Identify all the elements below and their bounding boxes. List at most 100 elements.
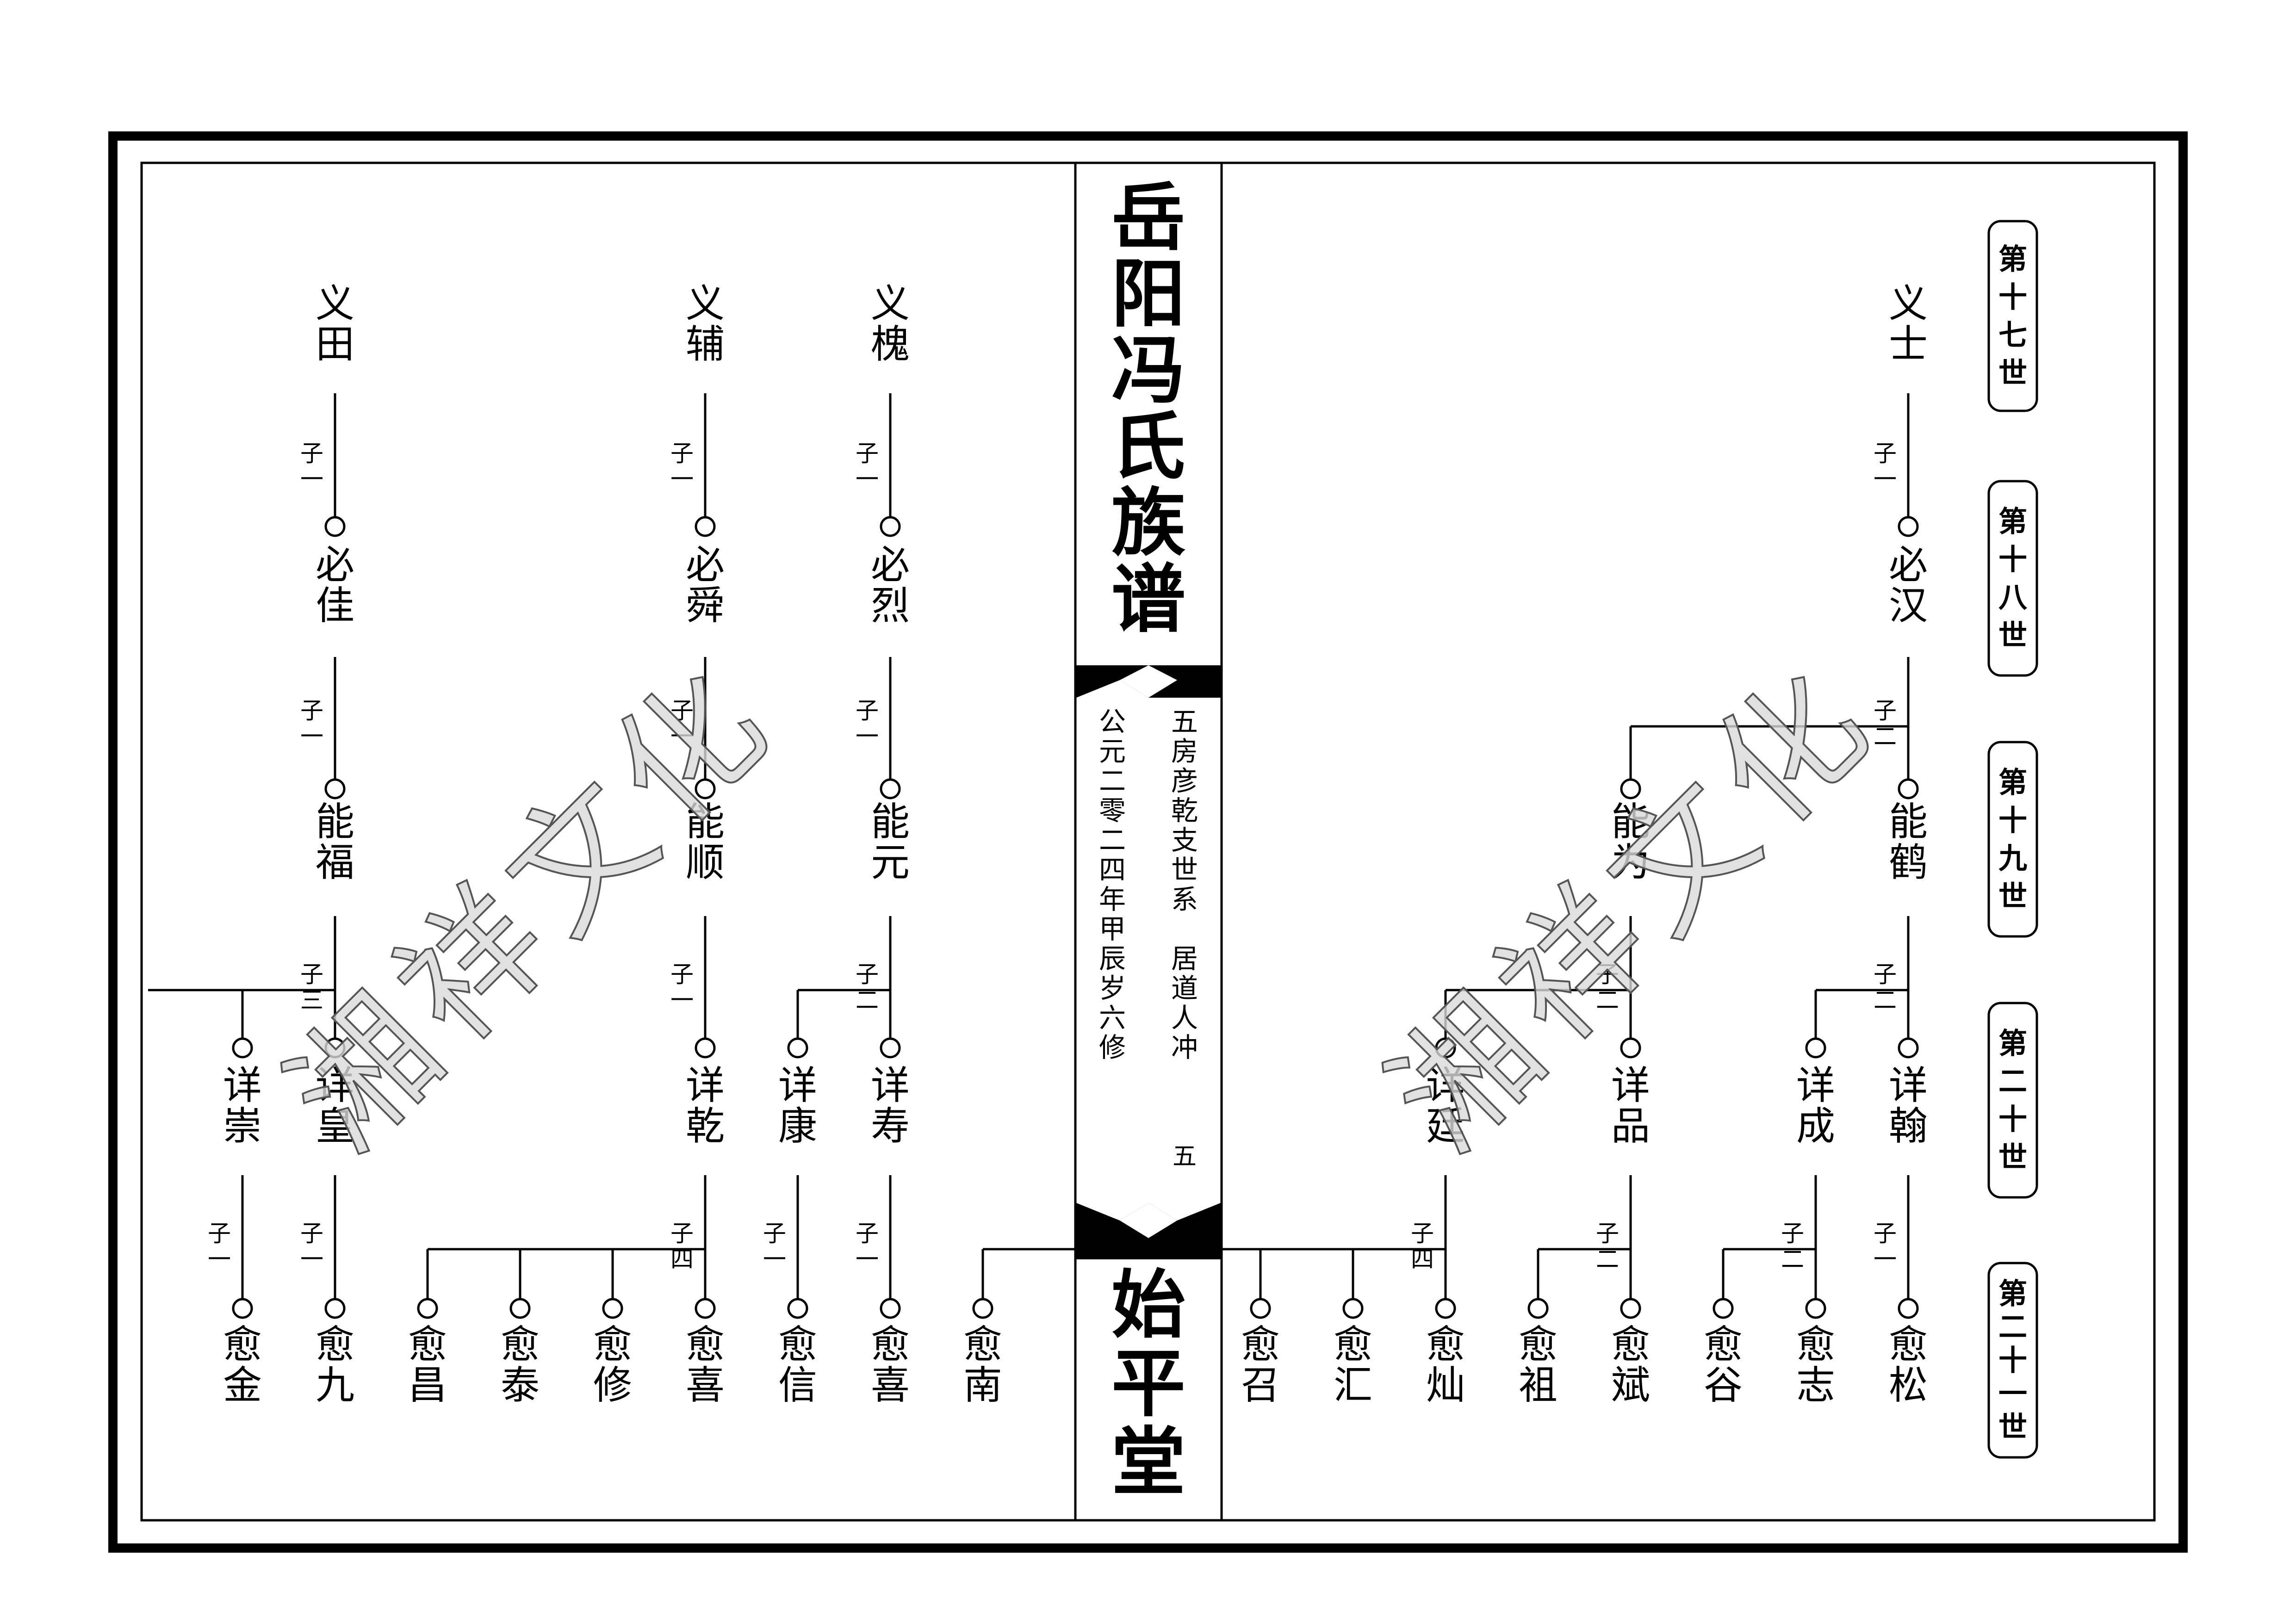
relation-label-char: 一 xyxy=(856,466,879,493)
generation-label-char: 第 xyxy=(1998,766,2027,799)
generation-label-char: 十 xyxy=(1998,1344,2027,1377)
edition-info-char: 元 xyxy=(1099,736,1126,767)
branch-info-char: 彦 xyxy=(1171,765,1198,797)
person-name-char: 能 xyxy=(316,799,354,844)
generation-label-char: 二 xyxy=(1998,1310,2027,1344)
relation-label-char: 一 xyxy=(1874,466,1897,493)
person-node xyxy=(1805,1298,1826,1319)
person-node xyxy=(417,1298,438,1319)
person-name-char: 槐 xyxy=(871,322,910,367)
person-name-char: 愈 xyxy=(871,1322,910,1367)
generation-label-char: 十 xyxy=(1998,280,2027,314)
person-name-char: 南 xyxy=(963,1363,1002,1408)
edition-info-char: 六 xyxy=(1099,1002,1126,1034)
relation-label-char: 子 xyxy=(300,697,323,724)
person-node xyxy=(324,778,346,799)
person-name-char: 翰 xyxy=(1889,1103,1928,1149)
edition-info-char: 修 xyxy=(1099,1032,1126,1063)
person-name: 详皇 xyxy=(316,1063,354,1149)
person-name: 必佳 xyxy=(316,542,354,628)
person-name-char: 泰 xyxy=(501,1363,540,1408)
person-node xyxy=(509,1298,531,1319)
person-name-char: 为 xyxy=(1611,840,1650,885)
generation-label-char: 九 xyxy=(1998,842,2027,875)
person-node xyxy=(880,1298,901,1319)
person-name: 愈斌 xyxy=(1611,1322,1650,1408)
person-name-char: 元 xyxy=(871,840,910,885)
person-node xyxy=(972,1298,993,1319)
center-spine xyxy=(1076,665,1221,1259)
branch-info-char: 支 xyxy=(1171,824,1198,856)
relation-label-char: 子 xyxy=(670,697,694,724)
generation-label-char: 十 xyxy=(1998,1103,2027,1136)
person-node xyxy=(1527,1298,1549,1319)
relation-label: 子一 xyxy=(300,440,323,493)
person-name-char: 愈 xyxy=(1334,1322,1372,1367)
relation-label: 子一 xyxy=(1874,1220,1897,1273)
person-name-char: 详 xyxy=(1611,1063,1650,1108)
relation-label-char: 一 xyxy=(300,1246,323,1273)
branch-info-char: 五 xyxy=(1171,706,1198,737)
relation-label: 子一 xyxy=(300,1220,323,1273)
relation-label: 子一 xyxy=(670,440,694,493)
generation-label-char: 第 xyxy=(1998,505,2027,539)
person-name-char: 汉 xyxy=(1889,583,1928,628)
relation-label-char: 子 xyxy=(1781,1220,1804,1247)
relation-label-char: 一 xyxy=(300,723,323,750)
person-name: 愈信 xyxy=(778,1322,817,1408)
person-name-char: 田 xyxy=(316,322,354,367)
relation-label-char: 子 xyxy=(300,1220,323,1247)
generation-label-char: 世 xyxy=(1998,880,2027,913)
person-name-char: 谷 xyxy=(1704,1363,1743,1408)
person-name: 愈金 xyxy=(223,1322,262,1408)
person-node xyxy=(880,1037,901,1059)
relation-label-char: 子 xyxy=(300,961,323,988)
person-name-char: 袓 xyxy=(1519,1363,1558,1408)
person-node xyxy=(232,1037,253,1059)
person-name-char: 愈 xyxy=(1519,1322,1558,1367)
relation-label-char: 子 xyxy=(1874,961,1897,988)
person-name-char: 详 xyxy=(1796,1063,1835,1108)
person-name-char: 辅 xyxy=(686,322,725,367)
relation-label: 子一 xyxy=(670,961,694,1014)
hall-name-char: 堂 xyxy=(1111,1419,1185,1505)
relation-label: 子一 xyxy=(670,697,694,750)
relation-label: 子一 xyxy=(763,1220,786,1273)
person-node xyxy=(602,1298,623,1319)
person-node xyxy=(1898,778,1919,799)
person-name-char: 愈 xyxy=(1796,1322,1835,1367)
lineage-nodes xyxy=(232,516,1919,1319)
branch-info-char: 道 xyxy=(1171,973,1198,1004)
person-name-char: 愈 xyxy=(686,1322,725,1367)
generation-label-char: 一 xyxy=(1998,1377,2027,1411)
book-title-char: 阳 xyxy=(1111,250,1185,337)
relation-label-char: 一 xyxy=(856,723,879,750)
page-number: 五 xyxy=(1173,1143,1197,1171)
person-node xyxy=(1898,1037,1919,1059)
relation-label-char: 子 xyxy=(208,1220,231,1247)
person-name-char: 康 xyxy=(778,1103,817,1149)
person-node xyxy=(324,1298,346,1319)
person-node xyxy=(1620,778,1641,799)
page-frame xyxy=(108,131,2188,1553)
generation-label-char: 二 xyxy=(1998,1065,2027,1098)
relation-label-char: 四 xyxy=(1411,1246,1434,1273)
person-name-char: 乾 xyxy=(686,1103,725,1149)
relation-label-char: 子 xyxy=(670,440,694,467)
generation-label-char: 八 xyxy=(1998,581,2028,614)
generation-label-char: 第 xyxy=(1998,1027,2027,1060)
relation-label-char: 二 xyxy=(1874,723,1897,750)
relation-label-char: 一 xyxy=(1874,1246,1897,1273)
person-name-char: 能 xyxy=(686,799,725,844)
relation-label: 子三 xyxy=(300,961,323,1014)
relation-label-char: 一 xyxy=(300,466,323,493)
person-node xyxy=(787,1298,808,1319)
person-name: 愈松 xyxy=(1889,1322,1928,1408)
relation-label-char: 一 xyxy=(763,1246,786,1273)
person-name-char: 愈 xyxy=(1241,1322,1280,1367)
person-name-char: 详 xyxy=(316,1063,354,1108)
